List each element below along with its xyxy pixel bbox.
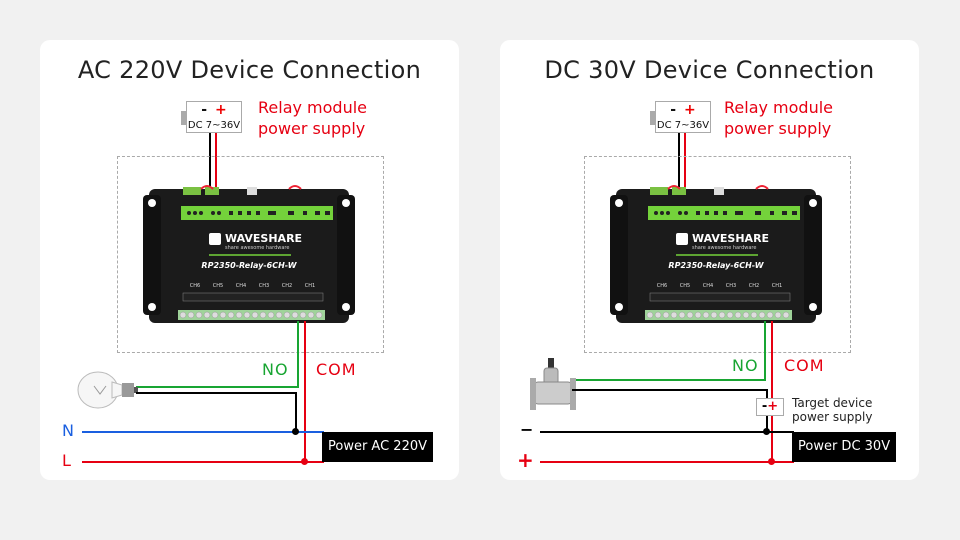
rail-label-n: N: [62, 421, 74, 440]
board-frame: [584, 156, 851, 353]
junction-dot: [768, 458, 775, 465]
power-label: Power AC 220V: [322, 432, 434, 462]
relay-board: WAVESHARE share awesome hardware RP2350-…: [143, 185, 355, 323]
svg-text:WAVESHARE: WAVESHARE: [225, 232, 302, 245]
com-label: COM: [784, 356, 825, 375]
plus-sign: +: [684, 102, 696, 118]
junction-dot: [763, 428, 770, 435]
svg-text:CH1: CH1: [305, 283, 315, 289]
com-wire: [304, 321, 306, 461]
svg-text:share awesome hardware: share awesome hardware: [692, 245, 756, 251]
svg-text:share awesome hardware: share awesome hardware: [225, 245, 289, 251]
relay-supply-note: Relay module power supply: [258, 98, 368, 138]
svg-text:CH2: CH2: [282, 283, 292, 289]
module-power-supply: -+ DC 7~36V: [181, 101, 242, 133]
svg-text:RP2350-Relay-6CH-W: RP2350-Relay-6CH-W: [201, 261, 297, 270]
relay-board: WAVESHARE share awesome hardware RP2350-…: [610, 185, 822, 323]
negative-rail: [540, 431, 794, 433]
panel-title: AC 220V Device Connection: [77, 56, 422, 84]
supply-voltage-label: DC 7~36V: [656, 120, 710, 131]
svg-text:CH2: CH2: [749, 283, 759, 289]
target-supply-note: Target device power supply: [792, 396, 873, 424]
plus-sign: +: [215, 102, 227, 118]
relay-supply-note: Relay module power supply: [724, 98, 834, 138]
svg-text:CH3: CH3: [726, 283, 736, 289]
svg-text:CH3: CH3: [259, 283, 269, 289]
svg-text:WAVESHARE: WAVESHARE: [692, 232, 769, 245]
svg-text:CH5: CH5: [213, 283, 223, 289]
target-power-supply: -+: [756, 398, 784, 416]
no-label: NO: [262, 360, 289, 379]
svg-text:CH4: CH4: [236, 283, 246, 289]
no-wire-horizontal: [572, 379, 766, 381]
junction-dot: [292, 428, 299, 435]
minus-sign: -: [201, 102, 208, 118]
com-wire: [771, 321, 773, 461]
svg-text:CH6: CH6: [190, 283, 200, 289]
rail-label-positive: +: [517, 448, 534, 472]
minus-sign: -: [670, 102, 677, 118]
supply-voltage-label: DC 7~36V: [187, 120, 241, 131]
supply-wire-negative: [209, 133, 211, 189]
no-wire-horizontal: [136, 386, 299, 388]
positive-rail: [540, 461, 794, 463]
live-rail: [82, 461, 324, 463]
supply-wire-negative: [678, 133, 680, 189]
neutral-drop-wire: [295, 392, 297, 432]
no-wire-vertical: [297, 321, 299, 388]
power-label: Power DC 30V: [792, 432, 897, 462]
module-power-supply: -+ DC 7~36V: [650, 101, 711, 133]
rail-label-negative: −: [520, 420, 534, 439]
neutral-return-wire: [136, 392, 295, 394]
panel-title: DC 30V Device Connection: [544, 56, 875, 84]
supply-wire-positive: [684, 133, 686, 189]
svg-text:RP2350-Relay-6CH-W: RP2350-Relay-6CH-W: [668, 261, 764, 270]
ac-connection-panel: AC 220V Device Connection -+ DC 7~36V Re…: [40, 40, 459, 480]
junction-dot: [301, 458, 308, 465]
negative-return-wire: [572, 389, 768, 391]
neutral-rail: [82, 431, 324, 433]
board-frame: [117, 156, 384, 353]
light-bulb-icon: [77, 371, 138, 409]
no-wire-vertical: [764, 321, 766, 381]
supply-wire-positive: [215, 133, 217, 189]
rail-label-l: L: [62, 451, 71, 470]
dc-connection-panel: DC 30V Device Connection -+ DC 7~36V Rel…: [500, 40, 919, 480]
svg-text:CH5: CH5: [680, 283, 690, 289]
svg-text:CH4: CH4: [703, 283, 713, 289]
no-label: NO: [732, 356, 759, 375]
svg-text:CH6: CH6: [657, 283, 667, 289]
com-label: COM: [316, 360, 357, 379]
solenoid-valve-icon: [530, 358, 576, 410]
svg-text:CH1: CH1: [772, 283, 782, 289]
